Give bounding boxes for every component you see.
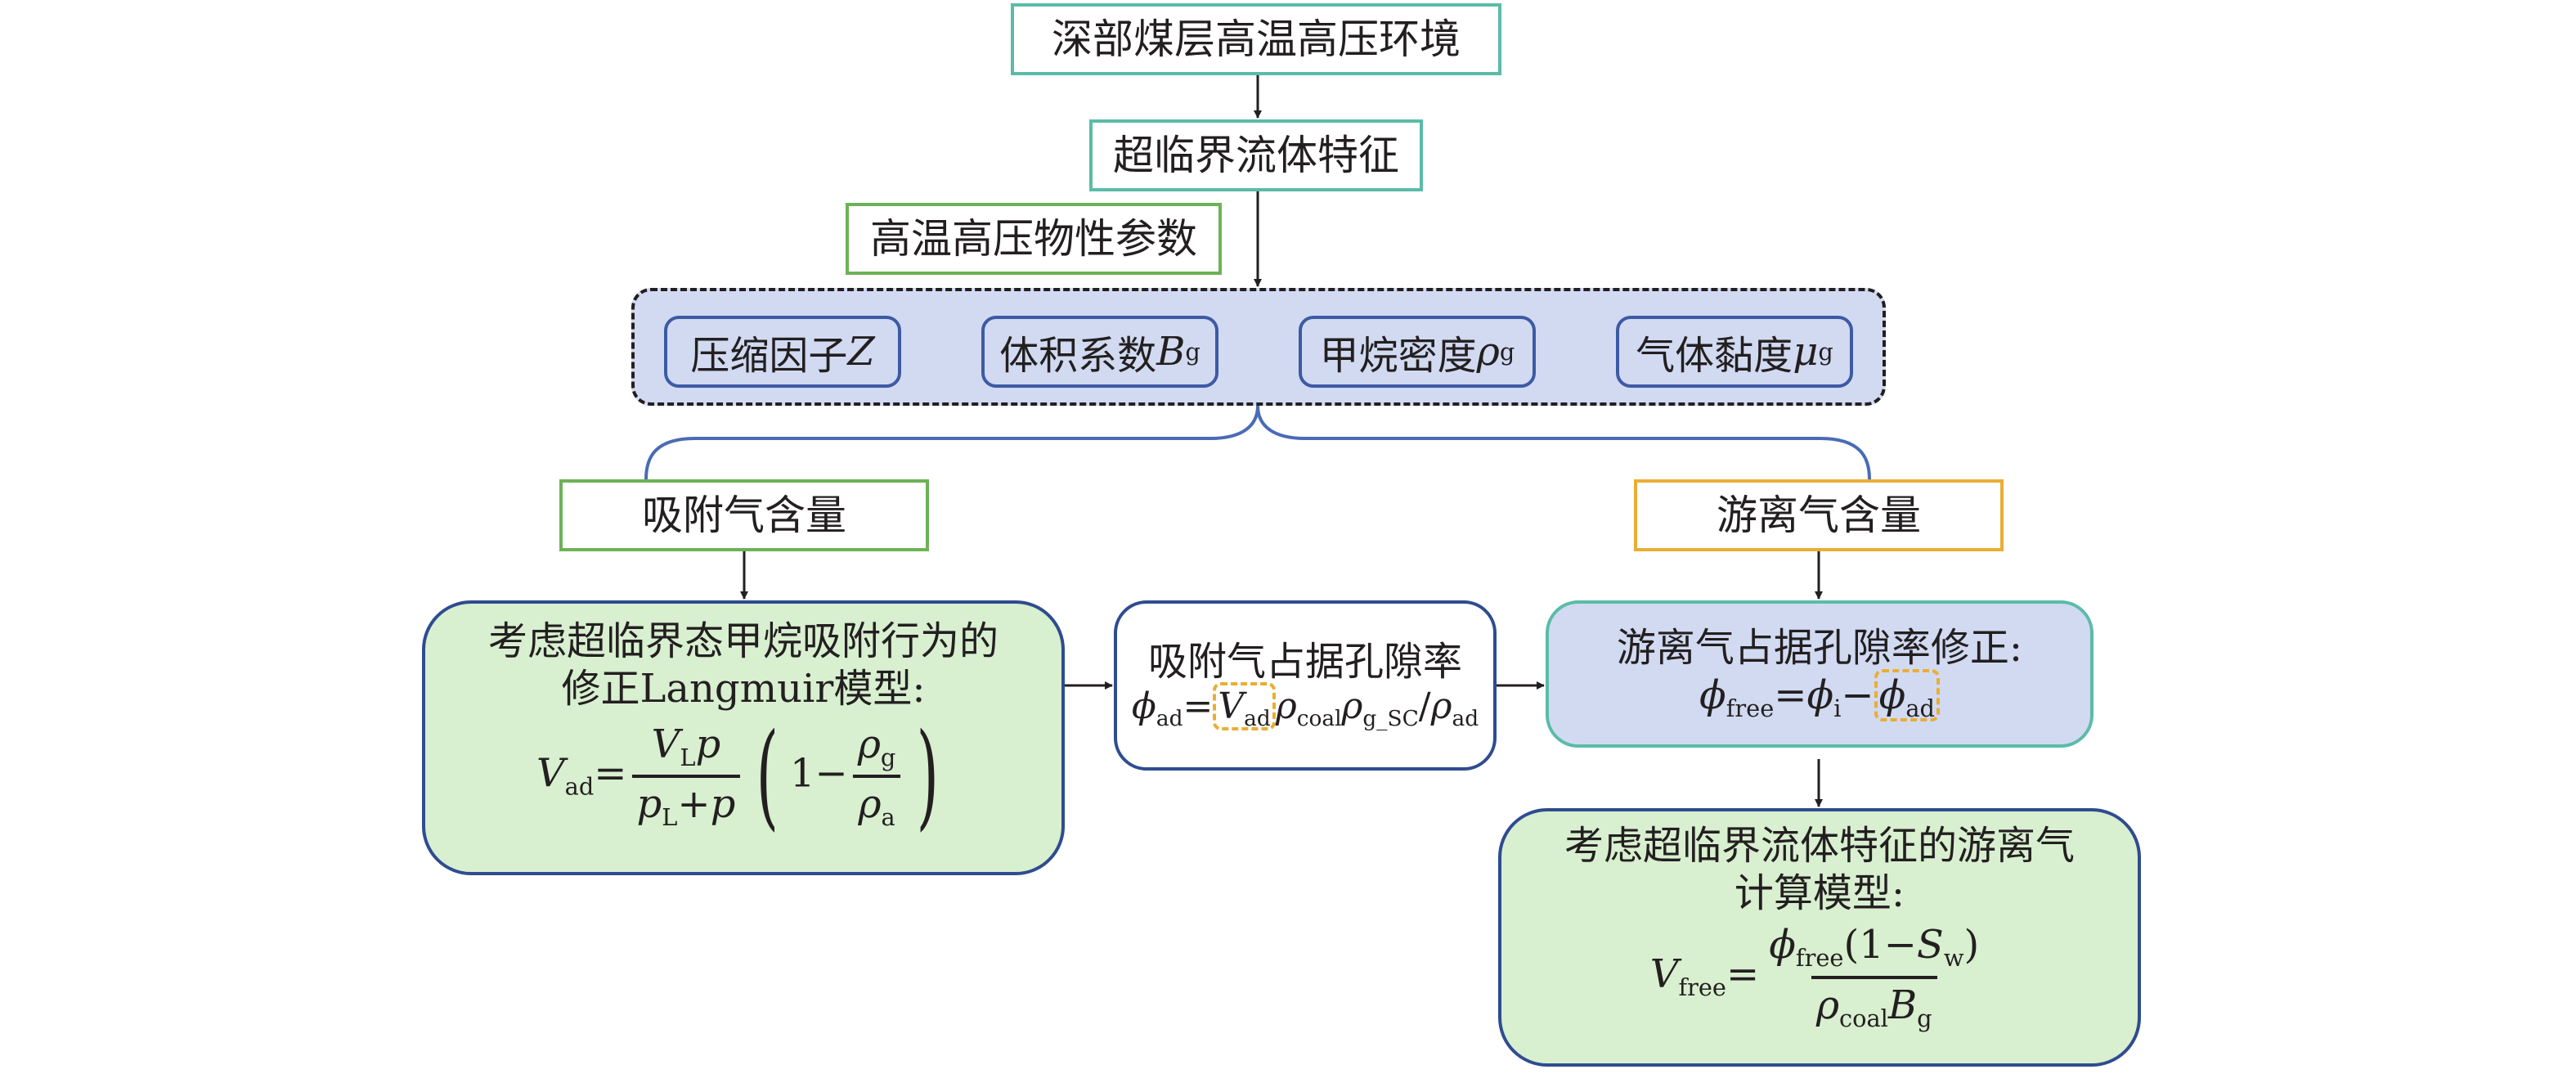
environment-label: 深部煤层高温高压环境 (1052, 15, 1461, 63)
free-porosity-title: 游离气占据孔隙率修正: (1616, 625, 2023, 672)
supercritical-node: 超临界流体特征 (1089, 119, 1423, 191)
param-text: 体积系数 (999, 333, 1157, 379)
free-porosity-node: 游离气占据孔隙率修正: ϕfree=ϕi−ϕad (1546, 600, 2094, 748)
free-content-node: 游离气含量 (1634, 479, 2004, 551)
langmuir-line2: 修正Langmuir模型: (561, 665, 926, 712)
free-porosity-formula: ϕfree=ϕi−ϕad (1699, 668, 1940, 723)
param-text: 压缩因子 (690, 333, 848, 379)
param-symbol: μ (1793, 329, 1819, 375)
langmuir-line1: 考虑超临界态甲烷吸附行为的 (487, 618, 999, 664)
free-model-line2: 计算模型: (1734, 870, 1905, 916)
adsorbed-content-label: 吸附气含量 (642, 491, 846, 539)
free-content-label: 游离气含量 (1717, 491, 1921, 539)
param-text: 甲烷密度 (1319, 333, 1477, 379)
free-model-line1: 考虑超临界流体特征的游离气 (1564, 823, 2075, 869)
param-symbol: B (1156, 329, 1186, 375)
param-symbol: ρ (1476, 329, 1500, 375)
param-symbol: Z (847, 329, 875, 375)
param-sub: g (1499, 338, 1515, 366)
highlight-vad: Vad (1213, 682, 1276, 732)
param-sub: g (1185, 338, 1200, 366)
properties-label-node: 高温高压物性参数 (846, 203, 1222, 275)
adsorbed-content-node: 吸附气含量 (559, 479, 929, 551)
adsorbed-porosity-title: 吸附气占据孔隙率 (1147, 638, 1462, 685)
environment-node: 深部煤层高温高压环境 (1011, 3, 1501, 75)
properties-label: 高温高压物性参数 (870, 214, 1197, 263)
highlight-phi-ad: ϕad (1874, 668, 1940, 722)
brace-split (644, 405, 1871, 480)
free-gas-model-node: 考虑超临界流体特征的游离气 计算模型: Vfree=ϕfree(1−Sw)ρco… (1498, 808, 2141, 1067)
free-model-formula: Vfree=ϕfree(1−Sw)ρcoalBg (1649, 922, 1980, 1032)
param-sub: g (1818, 338, 1833, 366)
param-text: 气体黏度 (1636, 333, 1793, 379)
supercritical-label: 超临界流体特征 (1113, 131, 1399, 179)
